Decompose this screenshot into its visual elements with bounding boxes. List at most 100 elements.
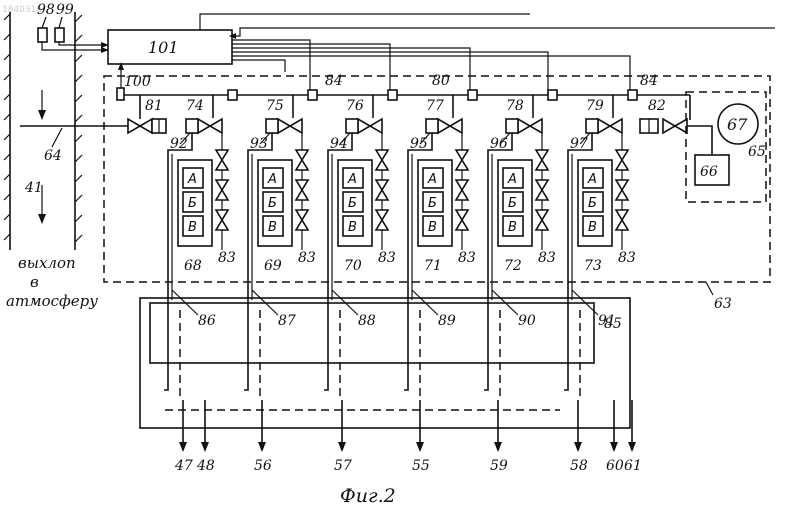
layer-letter: В: [508, 220, 517, 235]
valve-74: [198, 119, 222, 133]
label-line: 89: [438, 313, 456, 329]
side-valve: [296, 180, 308, 200]
side-valve: [456, 180, 468, 200]
label-line: 90: [518, 313, 536, 329]
label-filter: 73: [584, 258, 602, 274]
layer-letter: А: [507, 172, 517, 187]
cell-68: 7492АБВ688386: [164, 90, 237, 400]
cell-69: 7593АБВ698387: [244, 90, 317, 400]
junction-79: [628, 90, 637, 100]
output-label-60: 60: [606, 458, 624, 474]
layer-letter: А: [427, 172, 437, 187]
label-84a: 84: [325, 73, 343, 89]
layer-letter: Б: [588, 196, 597, 211]
layer-letter: А: [347, 172, 357, 187]
side-valve: [216, 210, 228, 230]
label-valve: 79: [586, 98, 604, 114]
output-label-61: 61: [624, 458, 642, 474]
actuator-74: [186, 119, 198, 133]
label-valve: 77: [426, 98, 444, 114]
layer-letter: А: [267, 172, 277, 187]
exhaust-note-line3: атмосферу: [6, 292, 98, 310]
label-63: 63: [714, 296, 732, 312]
sensor-100: [117, 88, 124, 100]
label-branch: 83: [458, 250, 476, 266]
valve-79: [598, 119, 622, 133]
output-label-59: 59: [490, 458, 508, 474]
figure-caption: Фиг.2: [340, 485, 396, 507]
layer-letter: А: [587, 172, 597, 187]
side-valve: [216, 180, 228, 200]
valve-82: [663, 119, 687, 133]
layer-letter: Б: [188, 196, 197, 211]
actuator-79: [586, 119, 598, 133]
label-80: 80: [432, 73, 450, 89]
label-66: 66: [700, 164, 718, 180]
actuator-75: [266, 119, 278, 133]
side-valve: [616, 150, 628, 170]
label-valve: 76: [346, 98, 364, 114]
junction-76: [388, 90, 397, 100]
label-82: 82: [648, 98, 666, 114]
side-valve: [616, 180, 628, 200]
side-valve: [536, 210, 548, 230]
side-valve: [536, 180, 548, 200]
label-line: 88: [358, 313, 376, 329]
exhaust-note-line2: в: [30, 273, 39, 291]
label-101: 101: [148, 38, 179, 57]
layer-letter: В: [588, 220, 597, 235]
layer-letter: Б: [268, 196, 277, 211]
valve-76: [358, 119, 382, 133]
valve-75: [278, 119, 302, 133]
side-valve: [296, 150, 308, 170]
label-64: 64: [44, 148, 62, 164]
junction-77: [468, 90, 477, 100]
layer-letter: А: [187, 172, 197, 187]
label-valve: 78: [506, 98, 524, 114]
label-81: 81: [145, 98, 163, 114]
side-valve: [216, 150, 228, 170]
block-85-inner: [150, 303, 594, 363]
output-label-47: 47: [174, 458, 193, 474]
sensor-99: [55, 28, 64, 42]
cell-72: 7896АБВ728390: [484, 90, 557, 400]
label-line: 87: [278, 313, 296, 329]
junction-75: [308, 90, 317, 100]
label-branch: 83: [538, 250, 556, 266]
valve-78: [518, 119, 542, 133]
label-filter: 71: [424, 258, 442, 274]
label-84b: 84: [640, 73, 658, 89]
actuator-77: [426, 119, 438, 133]
output-label-56: 56: [254, 458, 272, 474]
label-filter: 70: [344, 258, 362, 274]
sensor-98: [38, 28, 47, 42]
output-label-55: 55: [412, 458, 430, 474]
label-100: 100: [124, 74, 151, 90]
cell-73: 7997АБВ738391: [564, 90, 637, 400]
label-branch: 83: [298, 250, 316, 266]
valve-81: [128, 119, 152, 133]
control-wires: [200, 14, 775, 95]
label-41: 41: [24, 180, 43, 196]
layer-letter: В: [268, 220, 277, 235]
exhaust-note-line1: выхлоп: [18, 254, 76, 272]
junction-78: [548, 90, 557, 100]
outputs-group: 474856575559586061: [174, 400, 642, 474]
side-valve: [376, 210, 388, 230]
cell-70: 7694АБВ708388: [324, 90, 397, 400]
valve-77: [438, 119, 462, 133]
label-branch: 83: [378, 250, 396, 266]
side-valve: [376, 150, 388, 170]
label-filter: 69: [264, 258, 282, 274]
actuator-78: [506, 119, 518, 133]
actuator-76: [346, 119, 358, 133]
layer-letter: Б: [508, 196, 517, 211]
label-98: 98: [37, 2, 55, 18]
layer-letter: В: [428, 220, 437, 235]
label-65: 65: [748, 144, 766, 160]
label-valve: 75: [266, 98, 284, 114]
label-67: 67: [727, 115, 748, 134]
label-branch: 83: [618, 250, 636, 266]
output-label-48: 48: [196, 458, 215, 474]
side-valve: [616, 210, 628, 230]
